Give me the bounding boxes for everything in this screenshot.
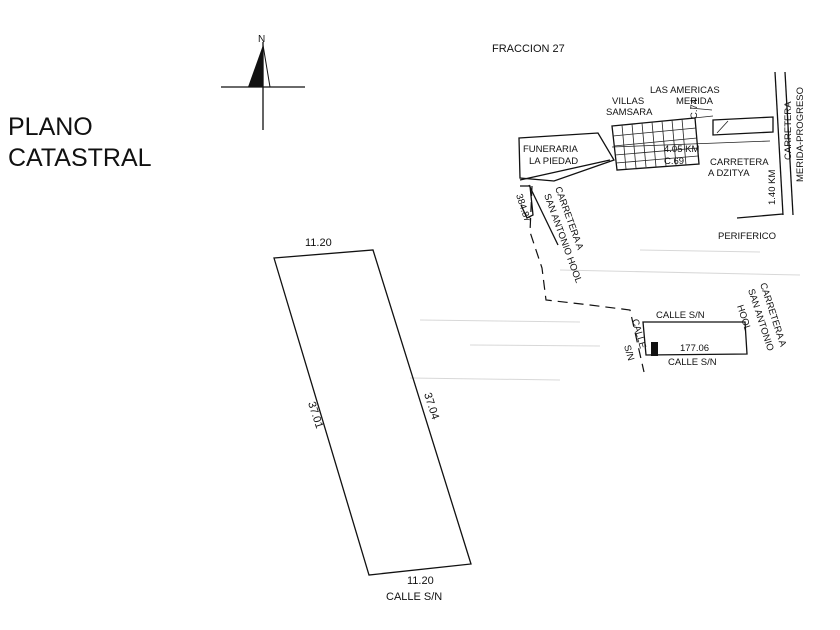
dzitya-road-block xyxy=(712,116,774,136)
location-map: VILLAS SAMSARA LAS AMERICAS MERIDA FUNER… xyxy=(513,71,806,373)
lot-bottom-dimension: 11.20 xyxy=(407,575,434,587)
las-americas-label-1: LAS AMERICAS xyxy=(650,85,720,96)
villas-label-1: VILLAS xyxy=(612,96,644,107)
dzitya-label-2: A DZITYA xyxy=(708,168,750,179)
dzitya-hatch xyxy=(716,120,729,134)
grid-h4 xyxy=(615,155,699,164)
grid-extension-mid xyxy=(693,115,714,119)
periferico-label: PERIFERICO xyxy=(718,231,776,242)
villas-label-2: SAMSARA xyxy=(606,107,653,118)
north-arrow-icon: N xyxy=(221,34,305,130)
dist-17706-label: 177.06 xyxy=(680,343,709,354)
calle-bottom-label: CALLE S/N xyxy=(668,357,717,368)
grid-h2 xyxy=(613,137,698,147)
san-antonio-road-line xyxy=(528,184,559,246)
lot-outline xyxy=(273,249,472,576)
funeraria-label-2: LA PIEDAD xyxy=(529,156,578,167)
merida-progreso-road-left xyxy=(774,71,784,216)
fraction-label: FRACCION 27 xyxy=(492,43,565,55)
grid-v6 xyxy=(671,119,677,166)
dist-38487-label: 384.87 xyxy=(513,193,532,224)
grid-extension-top xyxy=(689,107,713,111)
scan-noise xyxy=(409,249,801,381)
calle-top-label: CALLE S/N xyxy=(656,310,705,321)
lot-bottom-street: CALLE S/N xyxy=(386,591,442,603)
plan-title: PLANO CATASTRAL xyxy=(8,113,152,172)
km-405-dimension-line xyxy=(611,140,771,148)
connector-road xyxy=(519,159,611,181)
merida-progreso-label-1: CARRETERA xyxy=(783,101,794,160)
small-parcel-marker xyxy=(520,185,534,219)
c74-label: C.74 xyxy=(689,99,700,119)
lot-top-dimension: 11.20 xyxy=(305,237,332,249)
destination-lot-marker xyxy=(651,342,658,356)
dzitya-label-1: CARRETERA xyxy=(710,157,769,168)
merida-progreso-road-right xyxy=(784,71,794,216)
destination-block xyxy=(642,321,748,356)
funeraria-block xyxy=(518,132,615,182)
grid-v2 xyxy=(631,123,637,169)
north-label: N xyxy=(258,34,265,45)
north-arrow-fill xyxy=(248,45,263,87)
title-line-2: CATASTRAL xyxy=(8,144,152,172)
grid-v1 xyxy=(621,124,627,170)
las-americas-label-2: MERIDA xyxy=(676,96,714,107)
c69-label: C.69 xyxy=(664,156,684,167)
calle-left-label-2: S/N xyxy=(621,344,636,362)
lot-left-dimension: 37.01 xyxy=(305,400,325,430)
title-line-1: PLANO xyxy=(8,113,93,141)
urban-grid xyxy=(611,107,714,171)
north-arrow-outline xyxy=(262,44,271,88)
grid-h1 xyxy=(612,127,697,137)
merida-progreso-label-2: MERIDA-PROGRESO xyxy=(795,87,806,182)
km-405-label: 4.05 KM xyxy=(664,144,699,155)
dashed-route xyxy=(529,185,645,373)
san-antonio-right-label-3: HOOL xyxy=(734,304,753,333)
lot-parcel: 11.20 37.01 37.04 11.20 CALLE S/N xyxy=(273,237,472,603)
funeraria-label-1: FUNERARIA xyxy=(523,144,579,155)
km-140-label: 1.40 KM xyxy=(767,170,778,205)
grid-v3 xyxy=(641,122,647,168)
grid-h3 xyxy=(614,147,699,156)
periferico-road xyxy=(736,213,784,219)
lot-right-dimension: 37.04 xyxy=(421,391,441,421)
